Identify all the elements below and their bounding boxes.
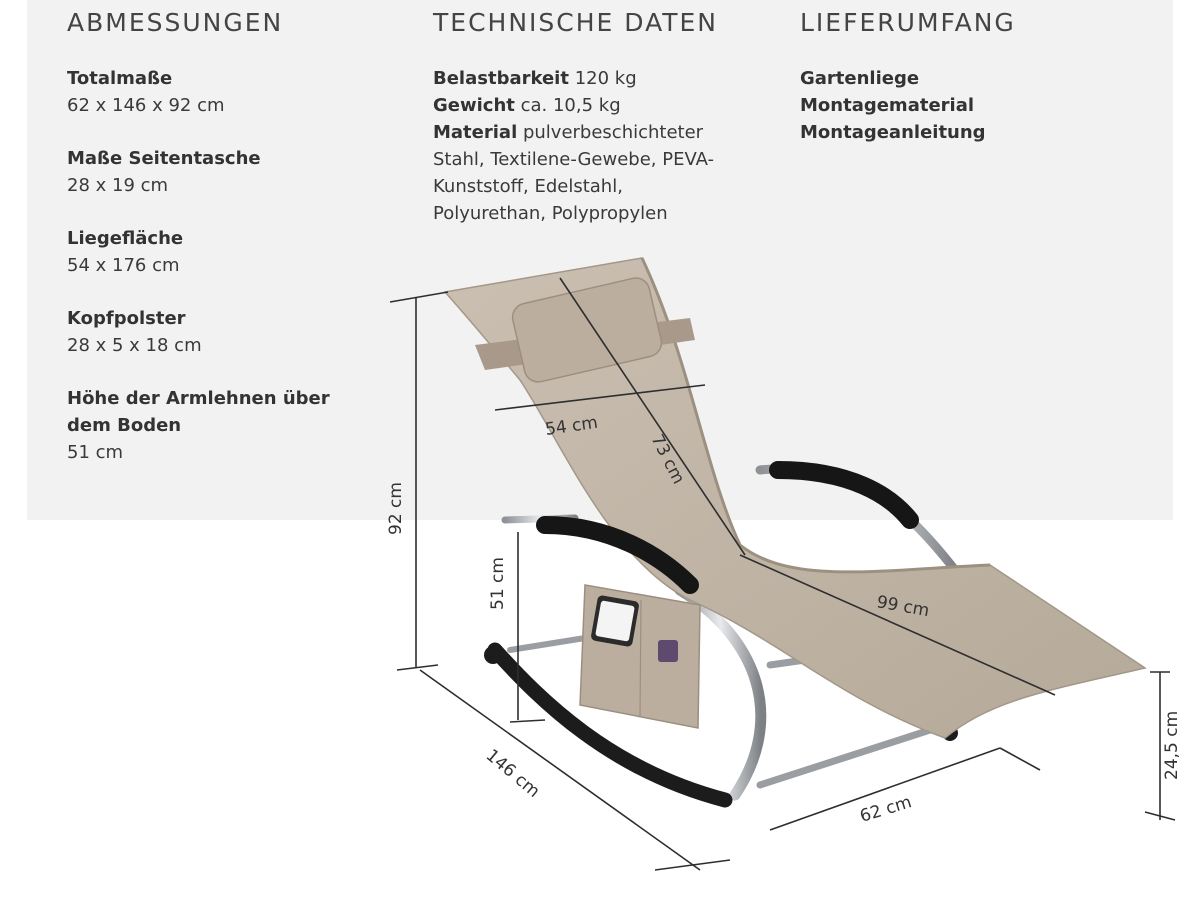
label-armrest-height: 51 cm [488, 557, 508, 610]
scope-item: Gartenliege [800, 68, 920, 89]
technical-column: TECHNISCHE DATEN Belastbarkeit 120 kg Ge… [433, 10, 773, 227]
spec-label: Maße Seitentasche [67, 148, 261, 169]
dimensions-column: ABMESSUNGEN Totalmaße 62 x 146 x 92 cm M… [67, 10, 387, 492]
spec-value: 28 x 19 cm [67, 175, 169, 196]
spec-value: ca. 10,5 kg [520, 95, 621, 116]
spec-value: Kunststoff, Edelstahl, [433, 176, 623, 197]
technical-heading: TECHNISCHE DATEN [433, 8, 719, 37]
scope-heading: LIEFERUMFANG [800, 8, 1016, 37]
label-height-total: 92 cm [386, 482, 406, 535]
armrests [536, 461, 919, 594]
spec-value: 54 x 176 cm [67, 255, 180, 276]
spec-value: 62 x 146 x 92 cm [67, 95, 225, 116]
spec-value: pulverbeschichteter [522, 122, 704, 143]
scope-item: Montagematerial [800, 95, 975, 116]
side-pocket [579, 584, 701, 729]
dimensions-heading: ABMESSUNGEN [67, 8, 284, 37]
bottle-icon [658, 640, 678, 662]
spec-line-material: Material pulverbeschichteter [433, 119, 773, 146]
label-depth: 146 cm [482, 746, 544, 802]
spec-entry-headrest: Kopfpolster 28 x 5 x 18 cm [67, 305, 387, 359]
spec-label: Belastbarkeit [433, 68, 569, 89]
spec-label: Totalmaße [67, 68, 173, 89]
spec-label: Liegefläche [67, 228, 184, 249]
spec-value: 120 kg [574, 68, 637, 89]
spec-label: dem Boden [67, 415, 182, 436]
spec-entry-side-pocket: Maße Seitentasche 28 x 19 cm [67, 145, 387, 199]
label-foot-height: 24,5 cm [1162, 711, 1182, 780]
spec-value: 51 cm [67, 442, 124, 463]
spec-label: Höhe der Armlehnen über [67, 388, 330, 409]
spec-line-load: Belastbarkeit 120 kg [433, 65, 773, 92]
spec-entry-armrest-height: Höhe der Armlehnen über dem Boden 51 cm [67, 385, 387, 466]
label-width: 62 cm [858, 792, 914, 827]
spec-entry-lying-surface: Liegefläche 54 x 176 cm [67, 225, 387, 279]
spec-value: 28 x 5 x 18 cm [67, 335, 202, 356]
spec-label: Gewicht [433, 95, 515, 116]
spec-line-weight: Gewicht ca. 10,5 kg [433, 92, 773, 119]
dimension-lines [389, 277, 1176, 871]
scope-item: Montageanleitung [800, 122, 986, 143]
spec-value: Stahl, Textilene-Gewebe, PEVA- [433, 149, 715, 170]
scope-column: LIEFERUMFANG Gartenliege Montagematerial… [800, 10, 1140, 146]
spec-label: Kopfpolster [67, 308, 186, 329]
spec-entry-total: Totalmaße 62 x 146 x 92 cm [67, 65, 387, 119]
spec-value: Polyurethan, Polypropylen [433, 203, 668, 224]
spec-label: Material [433, 122, 518, 143]
headrest-pillow [475, 277, 695, 383]
